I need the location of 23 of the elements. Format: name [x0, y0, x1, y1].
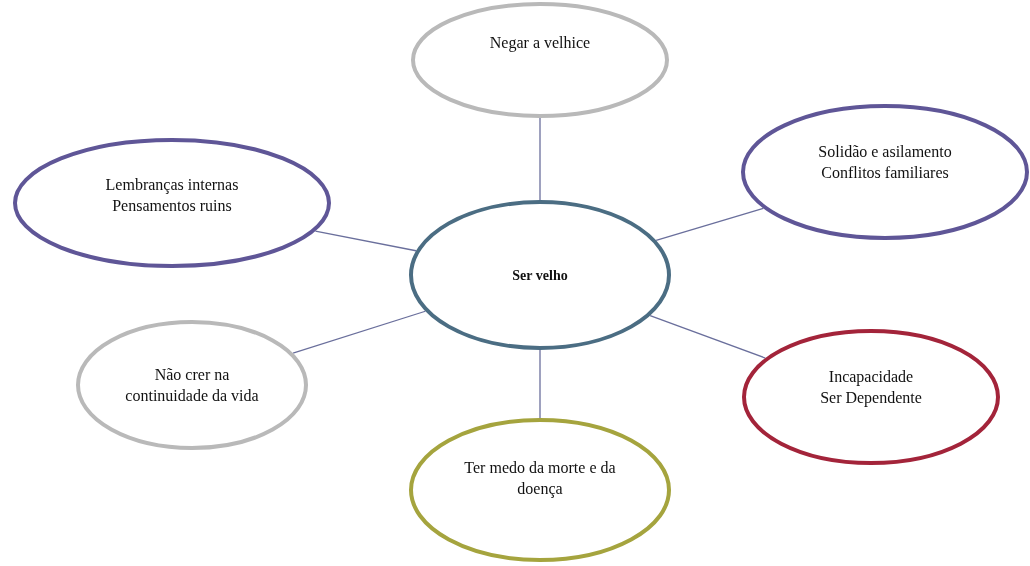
node-label: Ser Dependente [820, 388, 922, 408]
node-label: Lembranças internas [105, 175, 239, 195]
connector-line [655, 207, 764, 241]
ellipse-node [411, 2, 669, 118]
ellipse-node [76, 320, 308, 450]
ellipse-node [741, 104, 1029, 240]
node-label: Incapacidade [827, 367, 915, 387]
ellipse-node [409, 200, 671, 350]
connector-line [292, 310, 426, 354]
node-label: Solidão e asilamento [818, 142, 952, 162]
ellipse-node [742, 329, 1000, 465]
node-label: Ter medo da morte e da doença [463, 458, 617, 499]
connector-line [539, 117, 541, 201]
node-label: Pensamentos ruins [111, 196, 233, 216]
ellipse-node [409, 418, 671, 562]
node-label: Conflitos familiares [820, 163, 950, 183]
node-label: Ser velho [512, 266, 568, 285]
connector-line [539, 349, 541, 419]
ellipse-node [13, 138, 331, 268]
node-label: Não crer na continuidade da vida [124, 365, 260, 406]
connector-line [649, 314, 766, 359]
connector-line [314, 230, 417, 252]
node-label: Negar a velhice [489, 32, 591, 53]
